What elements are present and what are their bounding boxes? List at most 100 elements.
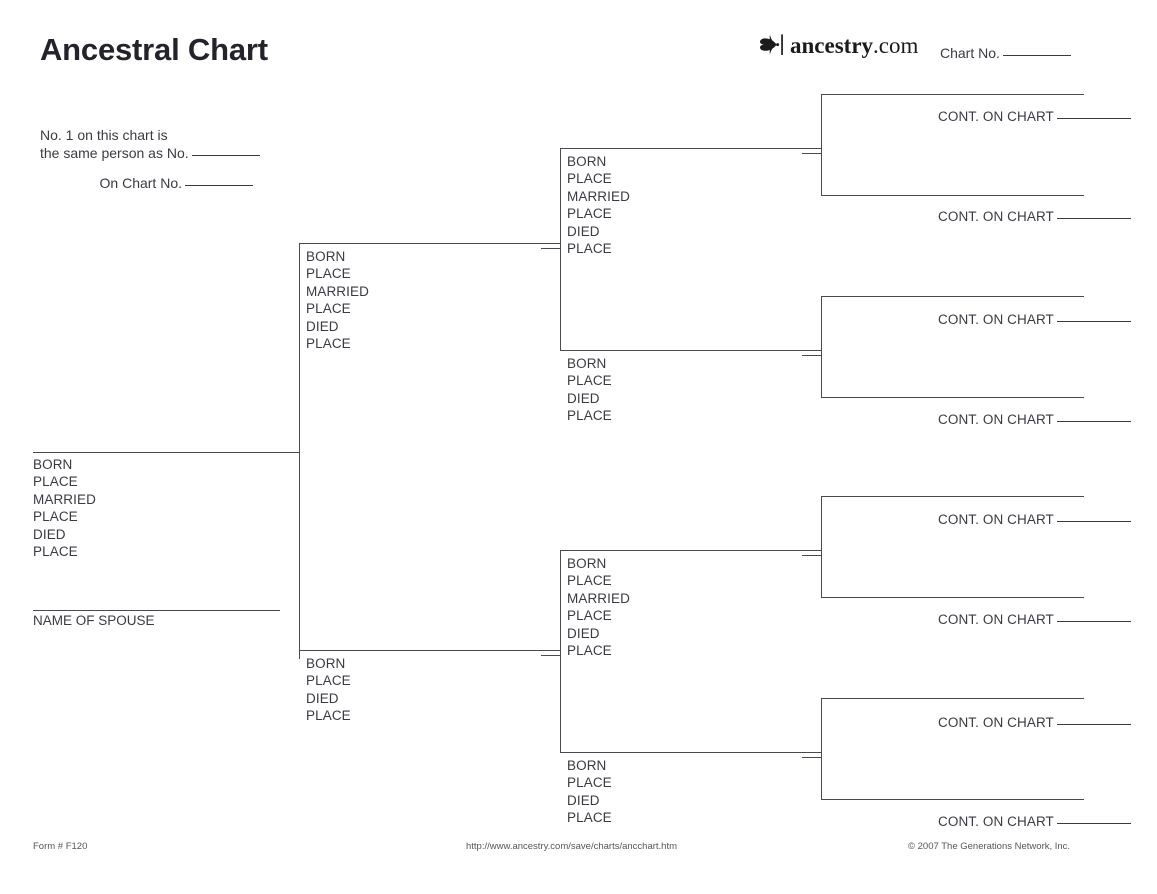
- field-place: PLACE: [567, 206, 612, 222]
- gen4-a-top-rule[interactable]: [821, 94, 1084, 95]
- field-died: DIED: [33, 526, 66, 542]
- cont-on-chart-blank[interactable]: [1056, 118, 1131, 119]
- chart-no-blank[interactable]: [1002, 55, 1071, 56]
- gen2-bracket-spine: [299, 243, 300, 659]
- same-person-note: No. 1 on this chart is the same person a…: [40, 126, 260, 162]
- field-married: MARRIED: [33, 491, 96, 507]
- field-place: PLACE: [567, 642, 612, 658]
- field-place: PLACE: [306, 673, 351, 689]
- cont-on-chart-label: CONT. ON CHART: [938, 209, 1054, 224]
- person-1-name-rule[interactable]: [33, 452, 299, 453]
- gen4-c-top-rule[interactable]: [821, 496, 1084, 497]
- gen4-d-top-rule[interactable]: [821, 698, 1084, 699]
- gen4-b-connector-stub: [802, 355, 822, 356]
- field-born: BORN: [567, 556, 607, 571]
- field-place: PLACE: [567, 408, 612, 424]
- footer-url[interactable]: http://www.ancestry.com/save/charts/ancc…: [466, 841, 678, 852]
- field-place: PLACE: [306, 708, 351, 724]
- cont-on-chart-label: CONT. ON CHART: [938, 814, 1054, 829]
- gen4-a-connector-stub: [802, 153, 822, 154]
- field-born: BORN: [306, 249, 346, 264]
- field-place: PLACE: [567, 810, 612, 826]
- field-place: PLACE: [567, 573, 612, 589]
- cont-on-chart-8[interactable]: CONT. ON CHART: [938, 814, 1131, 829]
- cont-on-chart-blank[interactable]: [1056, 823, 1131, 824]
- gen2-connector-stub: [280, 452, 300, 453]
- brand-name: ancestry: [790, 32, 874, 58]
- field-died: DIED: [567, 625, 600, 641]
- person-1-fields: BORN PLACE MARRIED PLACE DIED PLACE: [33, 456, 96, 560]
- gen4-d-bottom-rule[interactable]: [821, 799, 1084, 800]
- field-died: DIED: [567, 792, 600, 808]
- gen4-b-top-rule[interactable]: [821, 296, 1084, 297]
- cont-on-chart-label: CONT. ON CHART: [938, 412, 1054, 427]
- cont-on-chart-blank[interactable]: [1056, 218, 1131, 219]
- person-2-name-rule[interactable]: [299, 243, 560, 244]
- footer-copyright: © 2007 The Generations Network, Inc.: [908, 841, 1071, 852]
- cont-on-chart-blank[interactable]: [1056, 621, 1131, 622]
- field-place: PLACE: [33, 543, 78, 559]
- cont-on-chart-blank[interactable]: [1056, 521, 1131, 522]
- field-born: BORN: [567, 356, 607, 371]
- field-place: PLACE: [33, 474, 78, 490]
- person-7-name-rule[interactable]: [560, 752, 821, 753]
- field-place: PLACE: [567, 373, 612, 389]
- cont-on-chart-6[interactable]: CONT. ON CHART: [938, 612, 1131, 627]
- person-2-fields: BORN PLACE MARRIED PLACE DIED PLACE: [306, 248, 369, 352]
- person-5-fields: BORN PLACE DIED PLACE: [567, 355, 612, 425]
- field-died: DIED: [567, 223, 600, 239]
- field-married: MARRIED: [306, 283, 369, 299]
- cont-on-chart-4[interactable]: CONT. ON CHART: [938, 412, 1131, 427]
- person-6-name-rule[interactable]: [560, 550, 821, 551]
- person-5-name-rule[interactable]: [560, 350, 821, 351]
- on-chart-no-label: On Chart No.: [99, 175, 182, 191]
- field-died: DIED: [306, 690, 339, 706]
- cont-on-chart-5[interactable]: CONT. ON CHART: [938, 512, 1131, 527]
- cont-on-chart-label: CONT. ON CHART: [938, 312, 1054, 327]
- note-line-1: No. 1 on this chart is: [40, 127, 168, 143]
- cont-on-chart-blank[interactable]: [1056, 724, 1131, 725]
- same-person-no-blank[interactable]: [191, 155, 260, 156]
- gen4-c-bracket-spine: [821, 496, 822, 597]
- note-line-2-wrap[interactable]: the same person as No.: [40, 144, 260, 162]
- field-place: PLACE: [567, 775, 612, 791]
- field-married: MARRIED: [567, 188, 630, 204]
- field-place: PLACE: [306, 335, 351, 351]
- person-3-fields: BORN PLACE DIED PLACE: [306, 655, 351, 725]
- field-place: PLACE: [306, 301, 351, 317]
- ancestry-leaf-icon: [758, 33, 788, 57]
- field-born: BORN: [567, 758, 607, 773]
- cont-on-chart-blank[interactable]: [1056, 421, 1131, 422]
- field-born: BORN: [306, 656, 346, 671]
- field-place: PLACE: [306, 266, 351, 282]
- field-place: PLACE: [567, 608, 612, 624]
- cont-on-chart-1[interactable]: CONT. ON CHART: [938, 109, 1131, 124]
- on-chart-no-field[interactable]: On Chart No.: [40, 175, 253, 191]
- gen4-b-bottom-rule[interactable]: [821, 397, 1084, 398]
- cont-on-chart-label: CONT. ON CHART: [938, 612, 1054, 627]
- field-place: PLACE: [567, 171, 612, 187]
- person-4-name-rule[interactable]: [560, 148, 821, 149]
- field-born: BORN: [567, 154, 607, 169]
- cont-on-chart-label: CONT. ON CHART: [938, 512, 1054, 527]
- gen4-c-connector-stub: [802, 555, 822, 556]
- gen3-lower-bracket-spine: [560, 550, 561, 753]
- person-7-fields: BORN PLACE DIED PLACE: [567, 757, 612, 827]
- gen3-lower-connector-stub: [541, 655, 561, 656]
- cont-on-chart-2[interactable]: CONT. ON CHART: [938, 209, 1131, 224]
- chart-no-label: Chart No.: [940, 45, 1000, 61]
- cont-on-chart-7[interactable]: CONT. ON CHART: [938, 715, 1131, 730]
- gen4-a-bottom-rule[interactable]: [821, 195, 1084, 196]
- field-died: DIED: [567, 390, 600, 406]
- person-6-fields: BORN PLACE MARRIED PLACE DIED PLACE: [567, 555, 630, 659]
- cont-on-chart-blank[interactable]: [1056, 321, 1131, 322]
- field-born: BORN: [33, 457, 73, 472]
- person-3-name-rule[interactable]: [299, 650, 560, 651]
- chart-no-field[interactable]: Chart No.: [940, 45, 1071, 61]
- cont-on-chart-3[interactable]: CONT. ON CHART: [938, 312, 1131, 327]
- spouse-name-rule[interactable]: [33, 610, 280, 611]
- gen4-c-bottom-rule[interactable]: [821, 597, 1084, 598]
- person-4-fields: BORN PLACE MARRIED PLACE DIED PLACE: [567, 153, 630, 257]
- spouse-label: NAME OF SPOUSE: [33, 613, 155, 628]
- on-chart-no-blank[interactable]: [185, 185, 253, 186]
